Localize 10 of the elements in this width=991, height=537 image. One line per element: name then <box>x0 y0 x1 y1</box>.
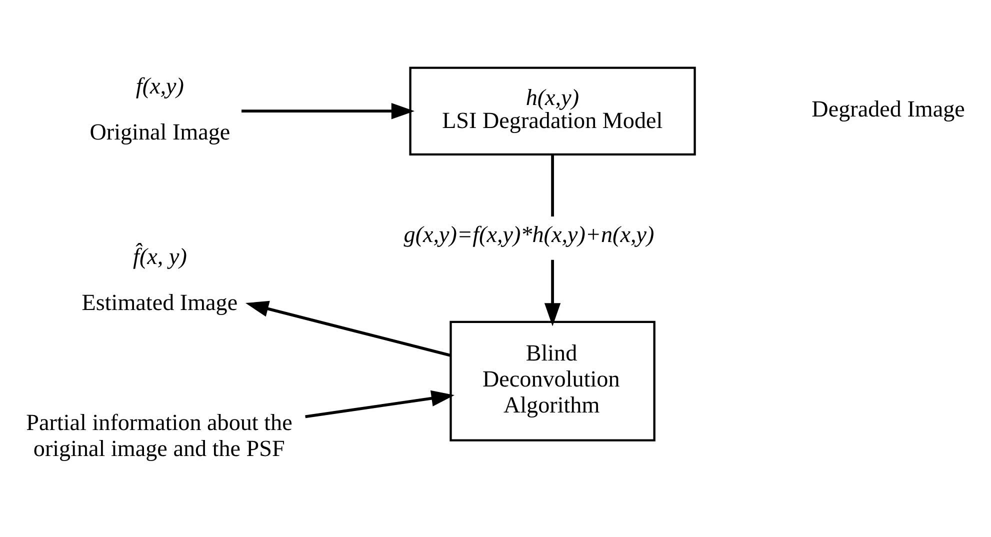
arrow <box>242 103 415 120</box>
node-text: Partial information about the original image and the PSF <box>26 408 292 461</box>
node-box: Blind Deconvolution Algorithm <box>450 320 656 442</box>
node-box: h(x,y) LSI Degradation Model <box>409 66 696 156</box>
label: Degraded Image <box>812 96 965 122</box>
arrow <box>305 390 455 418</box>
arrow <box>245 300 451 357</box>
edge-label: g(x,y)=f(x,y)*h(x,y)+n(x,y) <box>404 221 654 248</box>
node-text: f(x,y) Original Image <box>90 72 230 145</box>
node-text: f̂(x, y) Estimated Image <box>82 242 238 316</box>
